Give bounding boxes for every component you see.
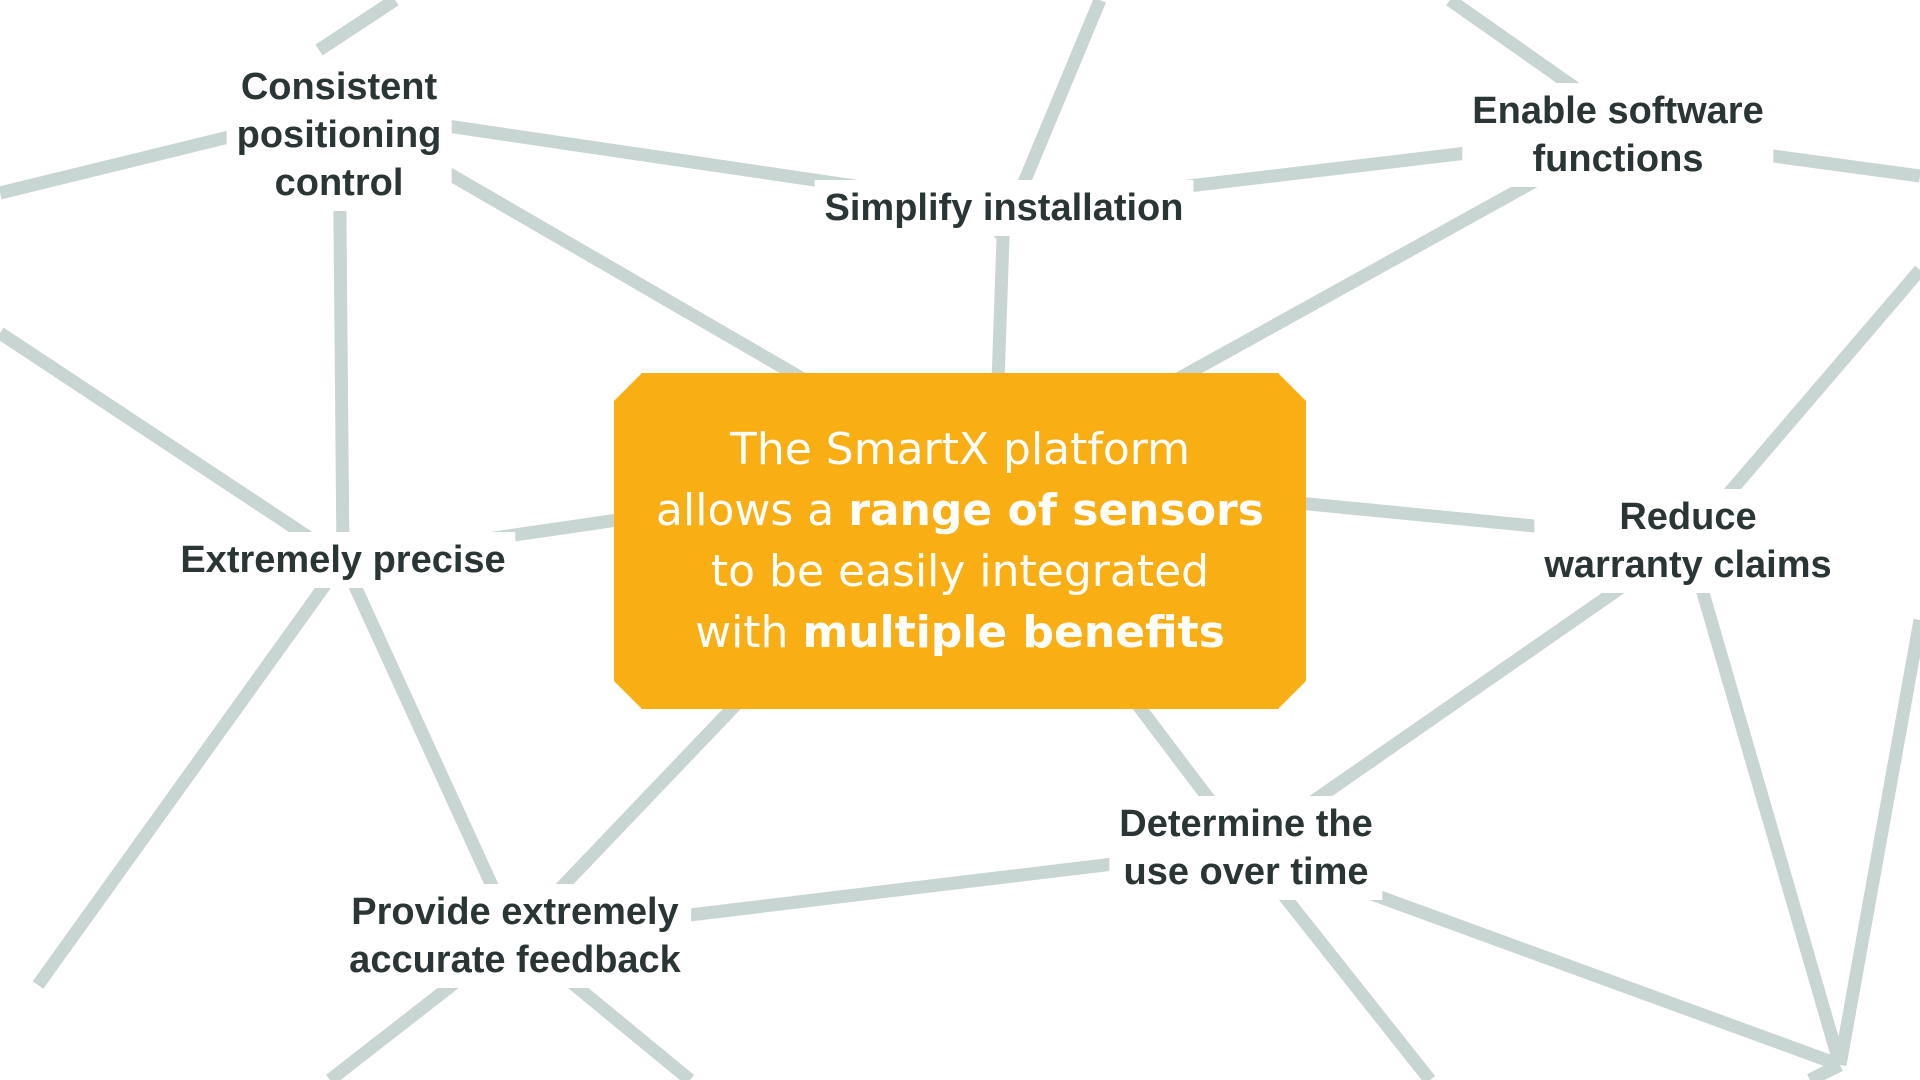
node-simplify-installation: Simplify installation (814, 180, 1194, 236)
node-consistent-positioning-control: Consistent positioning control (226, 59, 452, 211)
connector-line-15 (337, 557, 521, 939)
center-message: The SmartX platform allows a range of se… (656, 419, 1264, 663)
center-line-2: allows a range of sensors (656, 485, 1264, 536)
connector-line-19 (1681, 539, 1847, 1067)
center-line-4: with multiple benefits (695, 607, 1225, 658)
center-line-1: The SmartX platform (729, 424, 1190, 475)
node-provide-accurate-feedback: Provide extremely accurate feedback (339, 884, 691, 988)
node-extremely-precise: Extremely precise (170, 532, 516, 588)
center-message-box: The SmartX platform allows a range of se… (614, 373, 1306, 709)
connector-line-12 (0, 327, 347, 566)
node-determine-use-over-time: Determine the use over time (1109, 796, 1383, 900)
node-enable-software-functions: Enable software functions (1462, 83, 1774, 187)
connector-line-28 (1807, 1059, 1843, 1080)
node-reduce-warranty-claims: Reduce warranty claims (1534, 489, 1842, 593)
connector-line-14 (32, 556, 349, 989)
center-line-3: to be easily integrated (710, 546, 1210, 597)
connector-line-1 (315, 0, 399, 56)
connector-line-20 (1833, 618, 1920, 1067)
connector-line-3 (1446, 0, 1582, 96)
